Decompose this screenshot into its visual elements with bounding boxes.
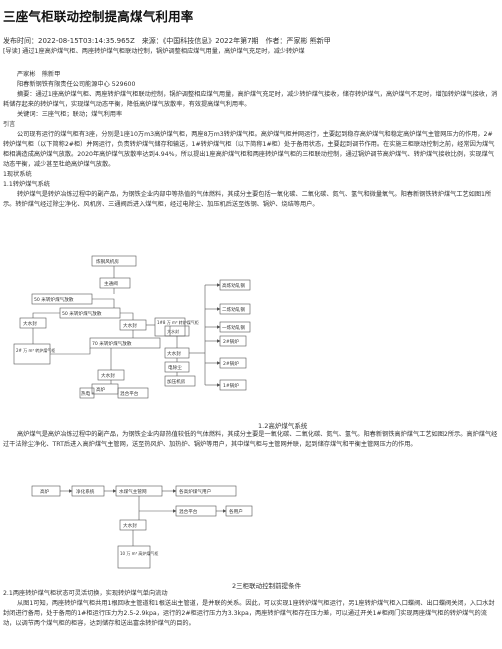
- fig1-box-b5: 大水封: [23, 320, 37, 327]
- guide-text: [导读] 通过1座高炉煤气柜、两座转炉煤气柜联动控制，锅炉调整相应煤气用量，高炉…: [3, 48, 305, 55]
- fig1-box-b11: 大水封: [101, 372, 115, 379]
- article-meta: 发布时间：2022-08-15T03:14:35.965Z 来源：《中国科技信息…: [3, 37, 331, 45]
- fig2-box-c7: 各用户: [229, 508, 243, 515]
- fig2-box-c3: 水煤气主管网: [119, 488, 147, 495]
- fig1-box-b10: 大水封: [167, 328, 179, 334]
- fig2-box-c1: 高炉: [40, 488, 50, 495]
- fig1-user-r3: 一炼劝轧钢: [222, 324, 245, 331]
- fig2-box-c5: 大水封: [123, 522, 137, 529]
- section-1-heading: 1现状系统: [3, 171, 32, 178]
- fig1-box-b13: 电除尘: [168, 364, 182, 371]
- fig2-box-c2: 净化系统: [76, 488, 95, 495]
- intro-heading: 引言: [3, 121, 16, 128]
- fig2-box-c4: 各高炉煤气用户: [179, 488, 211, 495]
- fig1-box-b6: 大水封: [123, 322, 137, 329]
- article-title: 三座气柜联动控制提高煤气利用率: [3, 9, 194, 24]
- fig1-box-b16: 混合平台: [120, 390, 139, 397]
- fig1-user-r6: 1#锅炉: [223, 382, 239, 389]
- authors: 严家彬 熊新甲: [17, 71, 61, 78]
- figure-2-caption: 2三柜联动控制前提条件: [232, 582, 302, 590]
- fig1-user-r1: 高炼劝轧钢: [222, 282, 245, 289]
- article-head: [导读] 通过1座高炉煤气柜、两座转炉煤气柜联动控制，锅炉调整相应煤气用量，高炉…: [3, 47, 498, 57]
- fig2-box-c8: 10 万 m³ 高炉煤气柜: [120, 550, 158, 556]
- fig1-box-b15: 热电: [81, 390, 91, 397]
- fig1-box-b3: 50 米转炉煤气放散: [34, 296, 74, 303]
- author-block: 严家彬 熊新甲 阳春新钢铁有限责任公司能源中心 529600 摘要：通过1座高炉…: [3, 70, 498, 210]
- figure-1-caption: 1.2高炉煤气系统: [258, 422, 308, 430]
- section-1-2-block: 高炉煤气是高炉冶炼过程中的副产品，为钢铁企业内部热值较低的气体燃料，其成分主要是…: [3, 430, 498, 450]
- fig2-box-c6: 混合平台: [179, 508, 198, 515]
- intro-paragraph: 公司现有运行的煤气柜有3座，分别是1座10万m3高炉煤气柜，两座8万m3转炉煤气…: [3, 131, 495, 168]
- fig1-user-r2: 二炼劝轧钢: [222, 306, 245, 313]
- fig1-box-b14: 加压机房: [167, 378, 186, 385]
- fig1-user-r4: 2#锅炉: [223, 338, 239, 345]
- figure-1-flowchart: 炼钢风机房 主通阀 50 米转炉煤气放散 50 米转炉煤气放散 大水封 大水封 …: [13, 255, 251, 399]
- section-2-1-heading: 2.1两座转炉煤气柜状态可灵活切换，实现转炉煤气单向流动: [3, 590, 168, 597]
- fig1-box-b4: 50 米转炉煤气放散: [62, 310, 102, 317]
- fig1-box-b8: 70 米转炉煤气放散: [92, 340, 132, 347]
- section-1-1-heading: 1.1转炉煤气系统: [3, 181, 50, 188]
- fig1-box-b9: 2# 万 m³ 转炉煤气柜: [16, 347, 55, 353]
- section-2-1-block: 2.1两座转炉煤气柜状态可灵活切换，实现转炉煤气单向流动 从图1可知，两座转炉煤…: [3, 589, 498, 629]
- section-1-1-paragraph: 转炉煤气是转炉冶炼过程中的副产品，为钢铁企业内部中等热值的气体燃料，其成分主要包…: [3, 191, 492, 208]
- section-1-2-paragraph: 高炉煤气是高炉冶炼过程中的副产品，为钢铁企业内部热值较低的气体燃料，其成分主要是…: [3, 431, 498, 448]
- fig1-user-r5: 2#锅炉: [223, 360, 239, 367]
- fig1-box-b1: 炼钢风机房: [96, 258, 119, 265]
- section-2-1-paragraph: 从图1可知，两座转炉煤气柜共用1根回收主管道和1根送出主管道，是并联的关系。因此…: [3, 600, 495, 627]
- abstract: 摘要：通过1座高炉煤气柜、两座转炉煤气柜联动控制，锅炉调整相应煤气用量，高炉煤气…: [3, 91, 498, 108]
- keywords: 关键词：三座气柜；联动；煤气利用率: [17, 111, 123, 118]
- affiliation: 阳春新钢铁有限责任公司能源中心 529600: [17, 81, 136, 88]
- figure-2-flowchart: 高炉 净化系统 水煤气主管网 各高炉煤气用户 大水封 混合平台 各用户 10 万…: [31, 485, 253, 569]
- fig1-box-b2: 主通阀: [104, 280, 118, 287]
- fig1-box-b7: 1#8 万 m³ 转炉煤气柜: [157, 319, 199, 325]
- fig1-box-b12: 大水封: [167, 350, 181, 357]
- fig1-box-b17: 高炉: [96, 386, 106, 393]
